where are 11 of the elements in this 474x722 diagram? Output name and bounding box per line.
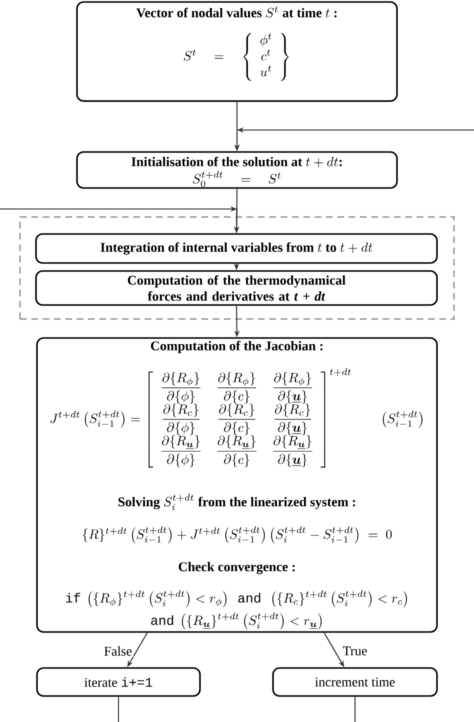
process-box: Computation of the thermodynamical forces and derivatives at t + dt <box>35 270 438 306</box>
connector-line <box>354 696 356 722</box>
process-box: $\text{iterate } \texttt{i+=1}$ <box>36 667 201 697</box>
process-box: $\text{Initialisation of the solution at } t + dt\text{:}$ $S_0^{t+dt} \quad = \quad S^t$ <box>76 151 398 189</box>
process-box: Computation of the Jacobian : $J^{t+dt}\left(S_{i-1}^{t+dt}\right) = \left[ \begin{array}{ccc} \dfrac{\partial\{R_\phi\}}{\partial\{\phi\}} & \dfrac{\partial\{R_\phi\}}{\partial\{c\}} & \dfrac{\partial\{R_\phi\}}{\partial\{\underline{\boldsymbol{u}}\}} \\ \dfrac{\partial\{R_c\}}{\partial\{\phi\}} & \dfrac{\partial\{R_c\}}{\partial\{c\}} & \dfrac{\partial\{R_c\}}{\partial\{\underline{\boldsymbol{u}}\}} \\ \dfrac{\partial\{R_{\underline{\boldsymbol{u}}}\}}{\partial\{\phi\}} & \dfrac{\partial\{R_{\underline{\boldsymbol{u}}}\}}{\partial\{c\}} & \dfrac{\partial\{R_{\underline{\boldsymbol{u}}}\}}{\partial\{\underline{\boldsymbol{u}}\}} \end{array} \right]^{t+dt} \qquad \left(S_{i-1}^{t+dt}\right)$ $\text{Solving } S_i^{t+dt} \text{ from the linearized system :}$ $\{R\}^{t+dt}\left(S_{i-1}^{t+dt}\right) + J^{t+dt}\left(S_{i-1}^{t+dt}\right)\left(S_i^{t+dt} - S_{i-1}^{t+dt}\right) \;=\; 0$ Check convergence : $\begin{gathered} \texttt{if}\ \left(\{R_\phi\}^{t+dt}\left(S_i^{t+dt}\right) < r_\phi\right)\ \ \texttt{and}\ \ \left(\{R_c\}^{t+dt}\left(S_i^{t+dt}\right) < r_c\right) \\ \texttt{and}\ \left(\{R_{\underline{\boldsymbol{u}}}\}^{t+dt}\left(S_i^{t+dt}\right) < r_{\underline{\boldsymbol{u}}}\right) \end{gathered}$ <box>36 337 438 633</box>
process-box: $\text{Vector of nodal values } S^t \text{ at time } t \text{ :}$ $S^t \quad = \quad \left\{ \begin{array}{c} \phi^t \\ c^t \\ u^t \end{array} \right\}$ <box>76 1 398 102</box>
process-box: increment time <box>272 667 438 697</box>
edge-label: True <box>341 645 369 657</box>
edge-label: False <box>102 644 134 658</box>
process-box: $\text{Integration of internal variables from } t \text{ to } t + dt$ <box>35 233 438 264</box>
connector-line <box>118 696 120 722</box>
